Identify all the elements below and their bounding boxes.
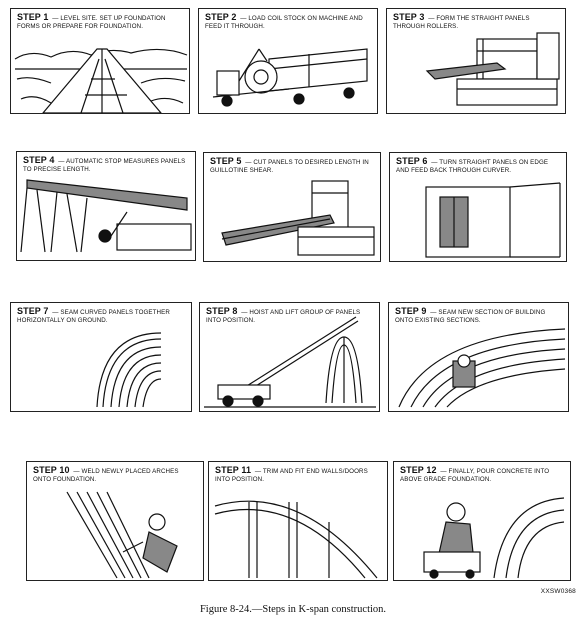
- step-7-illustration: [11, 303, 191, 411]
- step-7-caption: STEP 7 — SEAM CURVED PANELS TOGETHER HOR…: [17, 306, 170, 325]
- step-1-caption: STEP 1 — LEVEL SITE. SET UP FOUNDATION F…: [17, 12, 166, 31]
- step-panel-8: STEP 8 — HOIST AND LIFT GROUP OF PANELS …: [199, 302, 380, 412]
- step-panel-1: STEP 1 — LEVEL SITE. SET UP FOUNDATION F…: [10, 8, 190, 114]
- step-8-illustration: [200, 303, 379, 411]
- step-3-label: STEP 3: [393, 12, 425, 22]
- step-6-illustration: [390, 153, 566, 261]
- step-6-caption: STEP 6 — TURN STRAIGHT PANELS ON EDGE AN…: [396, 156, 549, 175]
- step-panel-5: STEP 5 — CUT PANELS TO DESIRED LENGTH IN…: [203, 152, 381, 262]
- step-12-caption: STEP 12 — FINALLY, POUR CONCRETE INTO AB…: [400, 465, 550, 484]
- step-3-illustration: [387, 9, 565, 113]
- step-5-caption: STEP 5 — CUT PANELS TO DESIRED LENGTH IN…: [210, 156, 369, 175]
- step-7-label: STEP 7: [17, 306, 49, 316]
- step-panel-4: STEP 4 — AUTOMATIC STOP MEASURES PANELS …: [16, 151, 196, 261]
- step-7-text: SEAM CURVED PANELS TOGETHER HORIZONTALLY…: [17, 309, 170, 324]
- step-panel-2: STEP 2 — LOAD COIL STOCK ON MACHINE AND …: [198, 8, 378, 114]
- step-panel-11: STEP 11 — TRIM AND FIT END WALLS/DOORS I…: [208, 461, 388, 581]
- step-5-text: CUT PANELS TO DESIRED LENGTH IN GUILLOTI…: [210, 159, 369, 174]
- step-12-illustration: [394, 462, 570, 580]
- step-8-label: STEP 8: [206, 306, 238, 316]
- step-9-text: SEAM NEW SECTION OF BUILDING ONTO EXISTI…: [395, 309, 546, 324]
- step-3-text: FORM THE STRAIGHT PANELS THROUGH ROLLERS…: [393, 15, 530, 30]
- step-10-caption: STEP 10 — WELD NEWLY PLACED ARCHES ONTO …: [33, 465, 179, 484]
- step-panel-9: STEP 9 — SEAM NEW SECTION OF BUILDING ON…: [388, 302, 569, 412]
- step-4-caption: STEP 4 — AUTOMATIC STOP MEASURES PANELS …: [23, 155, 186, 174]
- step-panel-3: STEP 3 — FORM THE STRAIGHT PANELS THROUG…: [386, 8, 566, 114]
- step-2-label: STEP 2: [205, 12, 237, 22]
- step-1-illustration: [11, 9, 189, 113]
- step-2-text: LOAD COIL STOCK ON MACHINE AND FEED IT T…: [205, 15, 363, 30]
- step-2-caption: STEP 2 — LOAD COIL STOCK ON MACHINE AND …: [205, 12, 363, 31]
- step-11-text: TRIM AND FIT END WALLS/DOORS INTO POSITI…: [215, 468, 368, 483]
- step-4-illustration: [17, 152, 195, 260]
- step-12-label: STEP 12: [400, 465, 437, 475]
- step-11-illustration: [209, 462, 387, 580]
- step-9-caption: STEP 9 — SEAM NEW SECTION OF BUILDING ON…: [395, 306, 546, 325]
- step-4-label: STEP 4: [23, 155, 55, 165]
- step-1-label: STEP 1: [17, 12, 49, 22]
- step-5-label: STEP 5: [210, 156, 242, 166]
- step-10-text: WELD NEWLY PLACED ARCHES ONTO FOUNDATION…: [33, 468, 179, 483]
- step-5-illustration: [204, 153, 380, 261]
- step-panel-10: STEP 10 — WELD NEWLY PLACED ARCHES ONTO …: [26, 461, 204, 581]
- step-12-text: FINALLY, POUR CONCRETE INTO ABOVE GRADE …: [400, 468, 550, 483]
- step-11-caption: STEP 11 — TRIM AND FIT END WALLS/DOORS I…: [215, 465, 368, 484]
- step-9-illustration: [389, 303, 568, 411]
- figure-code: XXSW0368: [540, 588, 576, 595]
- step-6-label: STEP 6: [396, 156, 428, 166]
- step-9-label: STEP 9: [395, 306, 427, 316]
- step-2-illustration: [199, 9, 377, 113]
- step-3-caption: STEP 3 — FORM THE STRAIGHT PANELS THROUG…: [393, 12, 530, 31]
- step-panel-12: STEP 12 — FINALLY, POUR CONCRETE INTO AB…: [393, 461, 571, 581]
- step-8-text: HOIST AND LIFT GROUP OF PANELS INTO POSI…: [206, 309, 361, 324]
- step-10-illustration: [27, 462, 203, 580]
- figure-caption: Figure 8-24.—Steps in K-span constructio…: [199, 604, 387, 615]
- step-1-text: LEVEL SITE. SET UP FOUNDATION FORMS OR P…: [17, 15, 166, 30]
- step-11-label: STEP 11: [215, 465, 252, 475]
- step-10-label: STEP 10: [33, 465, 70, 475]
- step-6-text: TURN STRAIGHT PANELS ON EDGE AND FEED BA…: [396, 159, 549, 174]
- step-panel-7: STEP 7 — SEAM CURVED PANELS TOGETHER HOR…: [10, 302, 192, 412]
- step-4-text: AUTOMATIC STOP MEASURES PANELS TO PRECIS…: [23, 158, 186, 173]
- step-panel-6: STEP 6 — TURN STRAIGHT PANELS ON EDGE AN…: [389, 152, 567, 262]
- step-8-caption: STEP 8 — HOIST AND LIFT GROUP OF PANELS …: [206, 306, 361, 325]
